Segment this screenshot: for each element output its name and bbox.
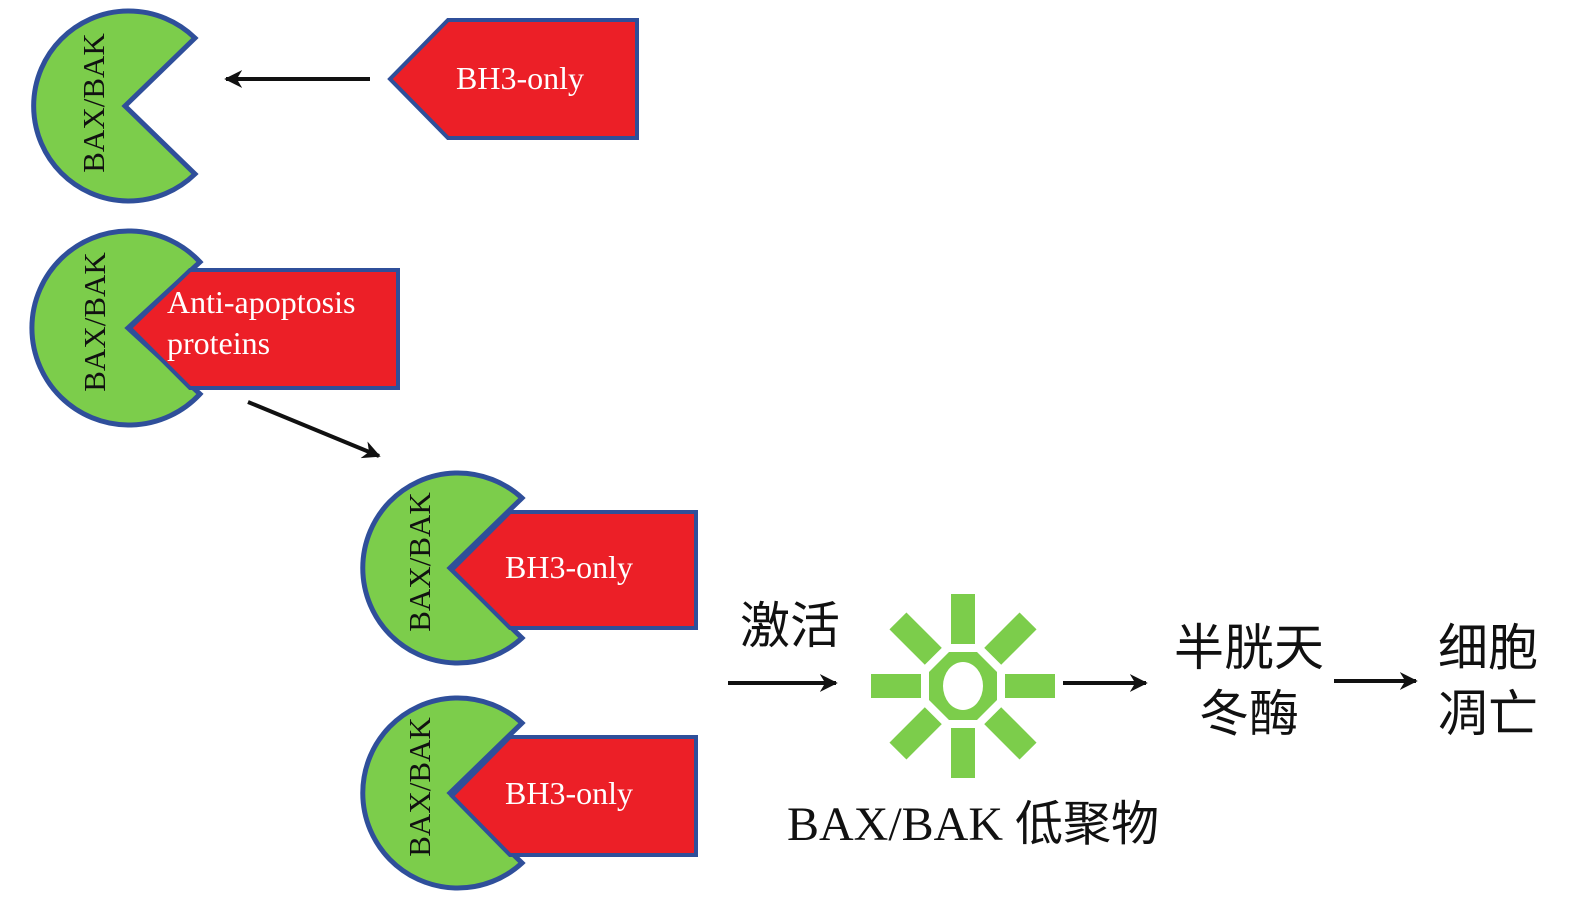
free-bh3-only: BH3-only xyxy=(387,18,639,140)
bh3-only-label-2: BH3-only xyxy=(505,549,633,585)
bax-bak-bh3-complex-2: BAX/BAK BH3-only xyxy=(360,695,698,891)
bax-bak-bh3-complex-1: BAX/BAK BH3-only xyxy=(360,470,698,666)
bax-bak-label-1: BAX/BAK xyxy=(76,33,111,173)
bh3-only-label-1: BH3-only xyxy=(456,60,584,96)
oligomer-subunit xyxy=(984,612,1037,665)
free-bax-bak: BAX/BAK xyxy=(31,8,199,204)
oligomer-pore xyxy=(943,662,983,710)
bax-bak-label-2: BAX/BAK xyxy=(77,252,112,392)
caspase-label-line1: 半胱天 xyxy=(1174,620,1324,676)
bax-bak-label-4: BAX/BAK xyxy=(402,717,437,857)
oligomer-subunit xyxy=(889,707,942,760)
oligomer-subunit xyxy=(951,728,975,778)
oligomer-label: BAX/BAK 低聚物 xyxy=(787,798,1159,851)
oligomer-subunit xyxy=(889,612,942,665)
activation-label: 激活 xyxy=(740,598,840,654)
caspase-label-line2: 冬酶 xyxy=(1199,686,1299,742)
arrow-complex-release xyxy=(247,400,381,459)
apoptosis-label-line1: 细胞 xyxy=(1438,620,1538,676)
oligomer-subunit xyxy=(951,594,975,644)
bh3-only-label-3: BH3-only xyxy=(505,775,633,811)
apoptosis-label-line2: 凋亡 xyxy=(1438,686,1538,742)
oligomer-subunit xyxy=(871,674,921,698)
anti-apoptosis-label-line2: proteins xyxy=(167,325,270,361)
bax-bak-anti-apoptosis-complex: BAX/BAK Anti-apoptosis proteins xyxy=(29,228,400,428)
oligomer-subunit xyxy=(1005,674,1055,698)
oligomer-subunit xyxy=(984,707,1037,760)
anti-apoptosis-label-line1: Anti-apoptosis xyxy=(167,284,355,320)
bax-bak-oligomer xyxy=(871,594,1055,778)
bax-bak-label-3: BAX/BAK xyxy=(402,492,437,632)
